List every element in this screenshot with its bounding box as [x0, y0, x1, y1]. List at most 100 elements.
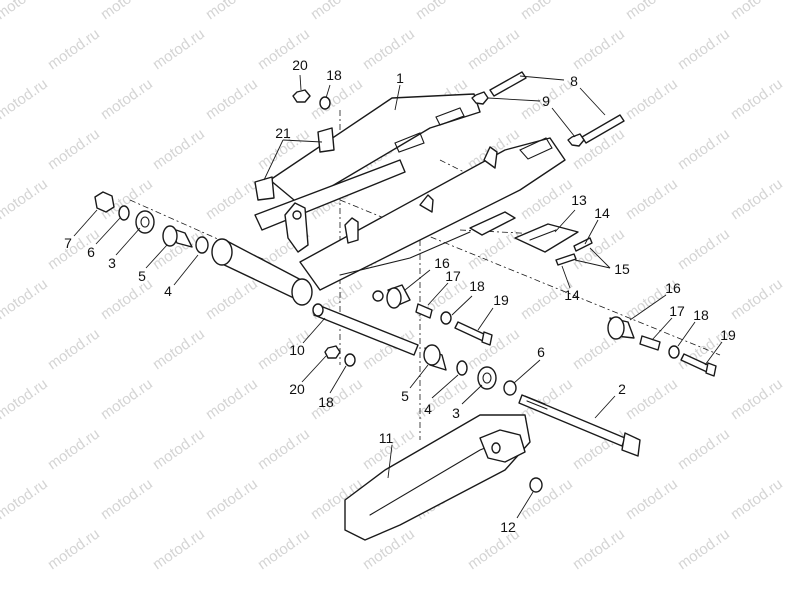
callout-19-left: 19: [493, 292, 509, 308]
callout-16-left: 16: [434, 255, 450, 271]
callout-5-right: 5: [401, 388, 409, 404]
watermark-text-66: motod.ru: [203, 375, 261, 423]
leader-3b: [461, 384, 483, 405]
watermark-text-6: motod.ru: [623, 0, 681, 23]
leader-20b: [301, 355, 327, 383]
callout-20-bottom: 20: [289, 381, 305, 397]
callout-12: 12: [500, 519, 516, 535]
watermark-text-2: motod.ru: [203, 0, 261, 23]
leader-18c: [677, 321, 696, 347]
leader-1: [394, 84, 401, 111]
callout-10: 10: [289, 342, 305, 358]
leader-17a: [427, 282, 449, 306]
watermark-text-4: motod.ru: [413, 0, 471, 23]
watermark-text-70: motod.ru: [623, 375, 681, 423]
leader-11: [387, 444, 393, 479]
watermark-text-1: motod.ru: [98, 0, 156, 23]
pivot-axle-end: [312, 303, 324, 317]
swingarm: [211, 93, 566, 306]
leader-17b: [651, 317, 673, 341]
shock-bushing-set-right: [607, 316, 717, 377]
watermark-text-58: motod.ru: [150, 325, 208, 373]
watermark-text-75: motod.ru: [255, 425, 313, 473]
callout-18-top: 18: [326, 67, 342, 83]
chainguard-bracket-plate: [514, 223, 579, 253]
callout-17-left: 17: [445, 268, 461, 284]
leader-18d: [329, 365, 347, 394]
leader-4b: [431, 374, 459, 399]
pivot-nut-left: [94, 191, 115, 213]
watermark-text-34: motod.ru: [203, 175, 261, 223]
swingarm-near-slot: [519, 137, 553, 160]
pivot-bolt-head: [621, 432, 641, 457]
watermark-text-26: motod.ru: [150, 125, 208, 173]
leader-7: [73, 209, 98, 237]
chainguard-mount-plate: [469, 211, 516, 236]
callout-16-right: 16: [665, 280, 681, 296]
leader-16b: [629, 294, 667, 321]
leader-13: [554, 209, 576, 233]
pivot-bushing-left-end: [162, 225, 178, 247]
pivot-washer-right: [503, 380, 517, 396]
callout-14-upper: 14: [594, 205, 610, 221]
pivot-axis-line-left: [129, 199, 266, 261]
watermark-text-55: motod.ru: [728, 275, 786, 323]
callout-21: 21: [275, 125, 291, 141]
chain-guard: [344, 414, 543, 541]
leader-20a: [299, 74, 302, 91]
callout-2: 2: [618, 381, 626, 397]
leader-18a: [325, 84, 331, 99]
center-lines: [129, 110, 721, 440]
adjuster-bolt-lower: [581, 114, 625, 144]
callout-13: 13: [571, 192, 587, 208]
watermark-text-65: motod.ru: [98, 375, 156, 423]
nut-20-top: [292, 89, 311, 103]
swingarm-lower-boss: [372, 290, 384, 302]
callout-labels: 1 2 3 3 4 4 5 5 6 6 7 8 9 10 11 12 13 14…: [64, 57, 736, 535]
watermark-text-38: motod.ru: [623, 175, 681, 223]
chainguard-bracket-edge: [529, 229, 557, 241]
watermark-text-94: motod.ru: [570, 525, 628, 573]
callout-9: 9: [542, 93, 550, 109]
leader-14b: [561, 265, 571, 289]
shock-mount-tab-right: [344, 217, 359, 244]
watermark-text-91: motod.ru: [255, 525, 313, 573]
watermark-text-32: motod.ru: [0, 175, 51, 223]
callout-6-left: 6: [87, 244, 95, 260]
watermark-text-3: motod.ru: [308, 0, 366, 23]
watermark-text-71: motod.ru: [728, 375, 786, 423]
callout-3-right: 3: [452, 405, 460, 421]
leader-21b: [263, 139, 284, 181]
nut-20-lower: [324, 345, 341, 359]
pivot-washer-left: [118, 205, 130, 221]
leader-9a: [487, 97, 541, 102]
callout-18-mid: 18: [469, 278, 485, 294]
swingarm-pivot-tube-end-right: [291, 278, 313, 306]
watermark-text-90: motod.ru: [150, 525, 208, 573]
leader-5a: [145, 244, 168, 269]
callout-14-lower: 14: [564, 287, 580, 303]
shock-bushing-16-left-end: [386, 287, 402, 309]
shock-sleeve-17-right: [639, 335, 661, 351]
shock-bushing-set-left: [386, 284, 493, 346]
leader-lines: [73, 74, 723, 519]
washer-18-top: [319, 96, 331, 110]
pivot-seal-left-inner: [140, 216, 150, 228]
pivot-seal-left: [135, 210, 155, 234]
pivot-bolt: [518, 394, 641, 457]
shock-sleeve-17-left: [415, 303, 433, 319]
chain-guard-grommet-12: [529, 477, 543, 493]
callout-8: 8: [570, 73, 578, 89]
shock-bushing-16-right-end: [607, 316, 625, 340]
watermark-text-48: motod.ru: [0, 275, 51, 323]
leader-8b: [579, 87, 606, 116]
watermark-text-9: motod.ru: [45, 25, 103, 73]
leader-14a: [584, 219, 599, 245]
shock-mount-tab-left: [284, 202, 309, 253]
lower-nut-washer: [324, 345, 356, 367]
callout-18-right: 18: [693, 307, 709, 323]
leader-3a: [115, 227, 141, 256]
adjuster-bolt-upper: [489, 71, 527, 97]
adjuster-nut-lower: [567, 133, 585, 147]
